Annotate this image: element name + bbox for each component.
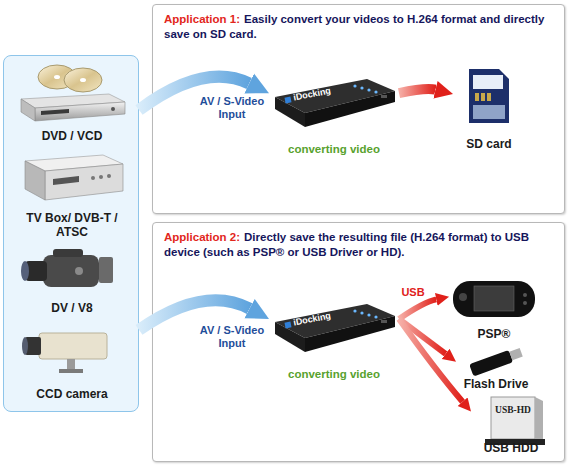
illustration-part bbox=[381, 95, 387, 98]
application-label: Application 2: bbox=[164, 231, 240, 243]
illustration-part bbox=[275, 97, 305, 127]
illustration-part bbox=[469, 69, 509, 123]
illustration-part bbox=[473, 105, 505, 119]
illustration-part bbox=[43, 255, 99, 287]
illustration-part bbox=[21, 261, 29, 281]
illustration-part bbox=[111, 107, 115, 111]
illustration-part bbox=[353, 84, 356, 87]
device-print: USB-HD bbox=[491, 405, 535, 416]
arrow-label: USB bbox=[396, 286, 430, 299]
illustration-part bbox=[473, 75, 503, 89]
illustration-part bbox=[453, 281, 535, 317]
device-caption: SD card bbox=[453, 137, 525, 151]
device-caption: DVD / VCD bbox=[9, 129, 135, 143]
illustration-part bbox=[275, 322, 305, 352]
illustration-part bbox=[53, 176, 79, 185]
device-caption: converting video bbox=[269, 367, 399, 381]
device-caption: Flash Drive bbox=[456, 377, 536, 391]
tv-box: TV Box/ DVB-T / ATSC bbox=[9, 147, 135, 239]
illustration-part bbox=[21, 99, 35, 121]
device-caption: CCD camera bbox=[9, 387, 135, 401]
illustration-part bbox=[475, 93, 479, 101]
illustration-part bbox=[35, 102, 125, 121]
illustration-part bbox=[75, 267, 83, 275]
illustration-part bbox=[53, 249, 83, 257]
arrow-label: AV / S-Video Input bbox=[194, 95, 270, 121]
arrow-label: AV / S-Video Input bbox=[194, 324, 270, 350]
illustration-part bbox=[374, 90, 377, 93]
application-heading: Application 2:Directly save the resultin… bbox=[164, 230, 562, 260]
illustration-part bbox=[353, 309, 356, 312]
illustration-part bbox=[509, 348, 522, 360]
flash-drive: Flash Drive bbox=[456, 346, 536, 391]
application-label: Application 1: bbox=[164, 13, 240, 25]
illustration-part bbox=[374, 315, 377, 318]
sd-card: SD card bbox=[453, 63, 525, 151]
illustration-part bbox=[360, 86, 363, 89]
ccd-camera: CCD camera bbox=[9, 319, 135, 401]
illustration-part bbox=[64, 68, 102, 92]
application-heading: Application 1:Easily convert your videos… bbox=[164, 12, 562, 42]
device-caption: TV Box/ DVB-T / ATSC bbox=[25, 211, 119, 239]
illustration-part bbox=[469, 350, 513, 377]
converter-device: iDockingconverting video bbox=[269, 71, 399, 156]
illustration-part bbox=[54, 75, 60, 79]
illustration-part bbox=[99, 175, 103, 179]
device-caption: PSP® bbox=[449, 327, 539, 341]
illustration-part bbox=[367, 88, 370, 91]
illustration-part bbox=[67, 359, 75, 369]
device-caption: DV / V8 bbox=[9, 301, 135, 315]
psp-device: PSP® bbox=[449, 273, 539, 341]
illustration-part bbox=[459, 293, 467, 301]
illustration-part bbox=[59, 369, 83, 373]
illustration-part bbox=[41, 109, 69, 115]
illustration-part bbox=[487, 93, 491, 101]
device-caption: converting video bbox=[269, 142, 399, 156]
illustration-part bbox=[45, 164, 123, 200]
illustration-part bbox=[360, 311, 363, 314]
converter-device: iDockingconverting video bbox=[269, 296, 399, 381]
illustration-part bbox=[99, 257, 113, 283]
illustration-part bbox=[523, 293, 527, 297]
application-box: Application 1:Easily convert your videos… bbox=[152, 4, 565, 214]
illustration-part bbox=[91, 176, 95, 180]
illustration-part bbox=[80, 78, 86, 82]
illustration-part bbox=[367, 313, 370, 316]
illustration-part bbox=[284, 96, 291, 103]
illustration-part bbox=[39, 333, 107, 359]
illustration-part bbox=[25, 161, 45, 200]
illustration-part bbox=[474, 286, 514, 311]
device-caption: USB HDD bbox=[471, 441, 551, 455]
illustration-part bbox=[481, 93, 485, 101]
illustration-part bbox=[381, 320, 387, 323]
source-panel: DVD / VCD TV Box/ DVB-T / ATSC DV / V8 C… bbox=[3, 55, 139, 412]
usb-hdd: USB-HD USB HDD bbox=[471, 393, 551, 455]
illustration-part bbox=[22, 337, 28, 355]
illustration-part bbox=[523, 301, 527, 305]
dvd-player: DVD / VCD bbox=[9, 61, 135, 143]
illustration-part bbox=[284, 321, 291, 328]
illustration-part bbox=[491, 397, 535, 439]
application-box: Application 2:Directly save the resultin… bbox=[152, 222, 565, 462]
camcorder: DV / V8 bbox=[9, 243, 135, 315]
illustration-part bbox=[535, 397, 543, 441]
illustration-part bbox=[469, 346, 523, 376]
illustration-part bbox=[107, 174, 111, 178]
